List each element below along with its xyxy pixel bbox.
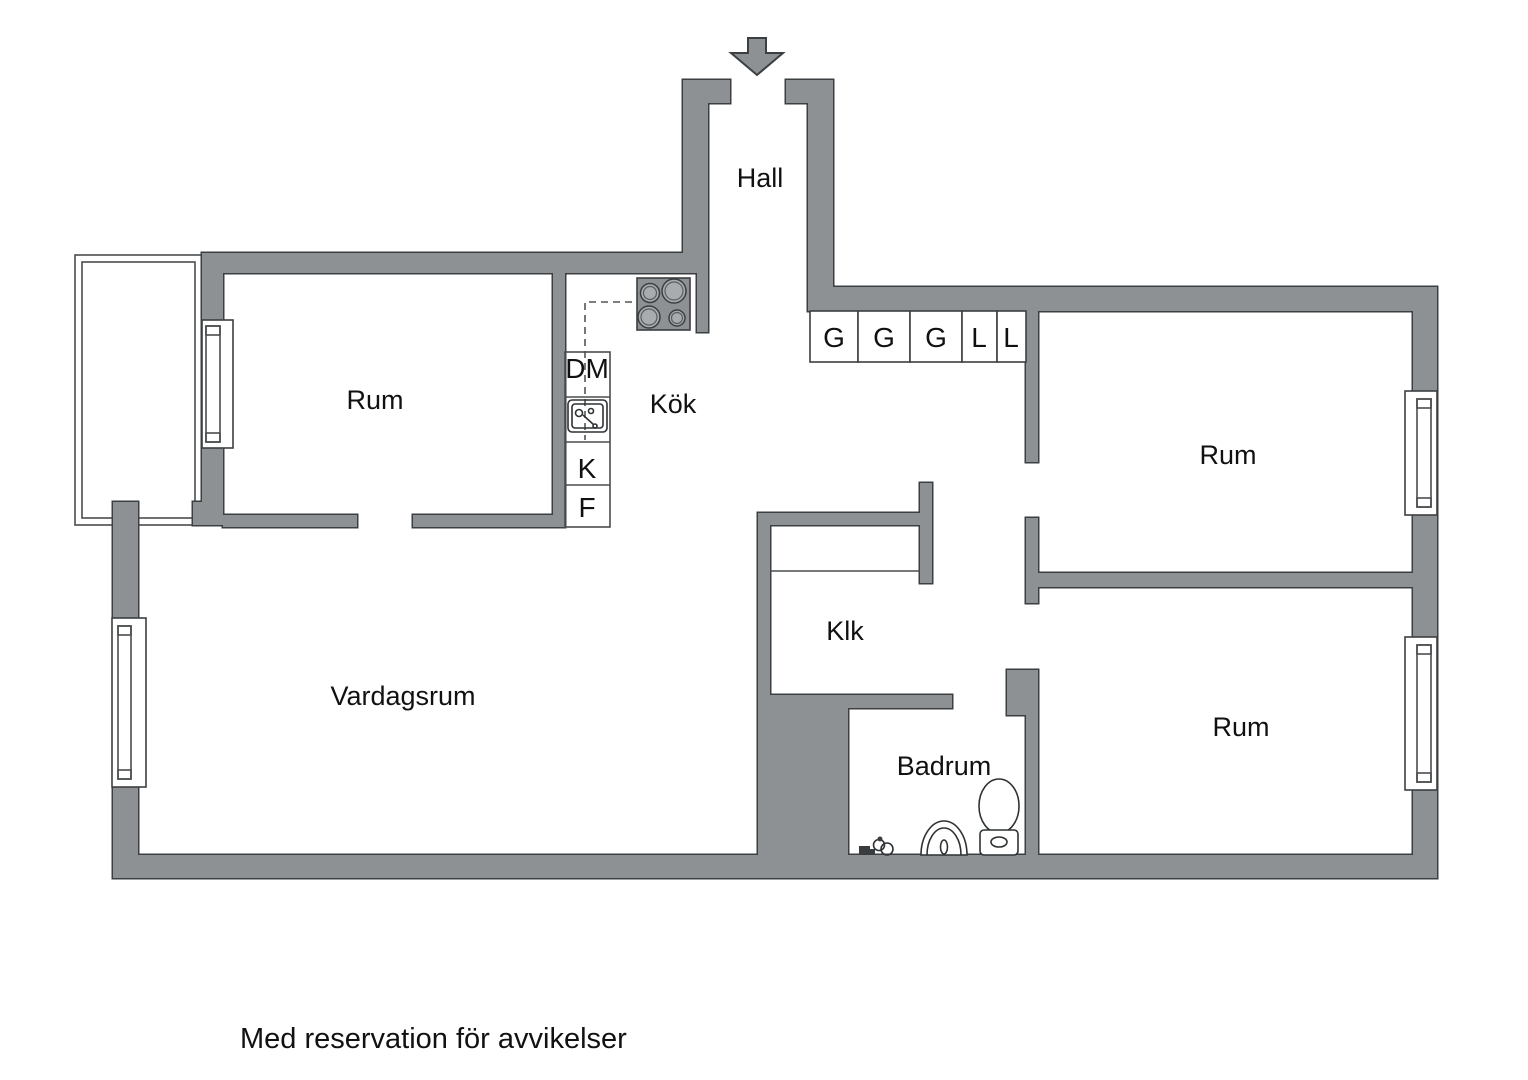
entrance-arrow-icon [728, 37, 786, 77]
room-label-room-top-left: Rum [346, 385, 403, 415]
closet-label: L [1003, 322, 1019, 353]
room-label-walk-in-closet: Klk [826, 616, 864, 646]
balcony-door-window [201, 319, 234, 449]
closet-row: G G G L L [809, 310, 1027, 363]
room-label-kitchen: Kök [650, 389, 697, 419]
closet-cell [909, 310, 963, 363]
livingroom-window [111, 617, 147, 788]
faucet-icon [859, 836, 894, 856]
freezer-label: F [578, 492, 595, 523]
room-bottom-right-window [1404, 636, 1438, 791]
counter-dash-line [584, 301, 632, 440]
room-label-bathroom: Badrum [897, 751, 992, 781]
kitchen-units: DM K F [564, 301, 632, 528]
closet-label: G [823, 322, 845, 353]
toilet-icon [978, 778, 1020, 856]
room-label-room-bottom-right: Rum [1212, 712, 1269, 742]
room-label-hall: Hall [737, 163, 784, 193]
sink-icon [567, 399, 608, 433]
closet-label: G [925, 322, 947, 353]
room-label-living-room: Vardagsrum [330, 681, 475, 711]
closet-cell [996, 310, 1027, 363]
closet-cell [809, 310, 859, 363]
closet-cell [961, 310, 998, 363]
disclaimer-text: Med reservation för avvikelser [240, 1023, 627, 1055]
closet-label: L [971, 322, 987, 353]
room-top-right-window [1404, 390, 1438, 516]
fridge-label: K [578, 453, 597, 484]
closet-cell [857, 310, 911, 363]
washbasin-icon [920, 820, 968, 856]
room-label-room-top-right: Rum [1199, 440, 1256, 470]
stove-icon [636, 277, 691, 331]
closet-label: G [873, 322, 895, 353]
dishwasher-label: DM [565, 353, 609, 384]
